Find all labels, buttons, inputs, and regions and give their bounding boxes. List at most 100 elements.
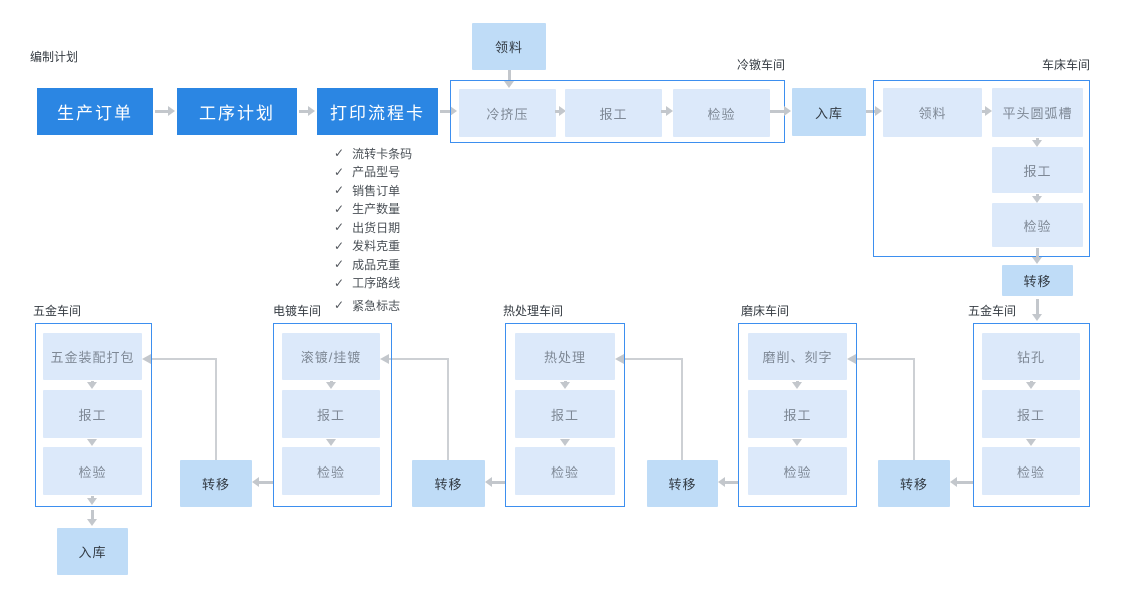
list-item: ✓ 出货日期 xyxy=(334,218,412,237)
node-inspection: 检验 xyxy=(982,447,1080,495)
arrow-down-icon xyxy=(1031,299,1043,321)
field-label: 销售订单 xyxy=(352,183,401,198)
group-plating-shop xyxy=(273,323,392,507)
node-drilling: 钻孔 xyxy=(982,333,1080,380)
node-inspection: 检验 xyxy=(992,203,1083,247)
section-label-hardware-shop: 五金车间 xyxy=(33,304,82,318)
arrow-down-icon xyxy=(86,381,98,389)
arrow-down-icon xyxy=(86,496,98,505)
node-inspection: 检验 xyxy=(515,447,615,495)
connector-line xyxy=(447,358,449,460)
arrow-right-icon xyxy=(661,105,673,117)
node-transfer: 转移 xyxy=(878,460,950,507)
list-item: ✓工序路线 xyxy=(334,274,412,293)
arrow-down-icon xyxy=(559,381,571,389)
arrow-left-icon xyxy=(485,476,505,488)
group-hardware-shop-final xyxy=(35,323,152,507)
arrow-left-icon xyxy=(142,354,151,364)
arrow-down-icon xyxy=(1025,439,1037,446)
arrow-down-icon xyxy=(503,70,515,88)
check-icon: ✓ xyxy=(334,257,345,272)
arrow-left-icon xyxy=(252,476,273,488)
node-warehouse-in: 入库 xyxy=(792,88,866,136)
arrow-down-icon xyxy=(559,439,571,446)
list-item: ✓ 产品型号 xyxy=(334,163,412,182)
arrow-down-icon xyxy=(1031,138,1043,147)
node-process-plan: 工序计划 xyxy=(177,88,297,135)
check-icon: ✓ xyxy=(334,201,345,216)
arrow-left-icon xyxy=(950,476,973,488)
list-item: ✓紧急标志 xyxy=(334,296,412,315)
field-label: 流转卡条码 xyxy=(352,146,413,161)
node-inspection: 检验 xyxy=(43,447,142,495)
field-label: 发料克重 xyxy=(352,239,401,254)
connector-line xyxy=(856,358,914,360)
arrow-right-icon xyxy=(155,105,175,117)
node-print-flow-card: 打印流程卡 xyxy=(317,88,438,135)
node-inspection: 检验 xyxy=(673,89,770,137)
arrow-down-icon xyxy=(791,381,803,389)
node-grinding-engraving: 磨削、刻字 xyxy=(748,333,847,380)
list-item: ✓发料克重 xyxy=(334,237,412,256)
arrow-left-icon xyxy=(615,354,624,364)
node-report-work: 报工 xyxy=(748,390,847,438)
arrow-down-icon xyxy=(791,439,803,446)
section-label-cold-heading-shop: 冷镦车间 xyxy=(736,58,785,72)
node-report-work: 报工 xyxy=(565,89,662,137)
group-hardware-shop-drill xyxy=(973,323,1090,507)
arrow-right-icon xyxy=(299,105,315,117)
list-item: ✓ 生产数量 xyxy=(334,200,412,219)
arrow-right-icon xyxy=(770,105,791,117)
node-report-work: 报工 xyxy=(43,390,142,438)
section-label-lathe-shop: 车床车间 xyxy=(1041,58,1090,72)
field-label: 出货日期 xyxy=(352,220,401,235)
check-icon: ✓ xyxy=(334,164,345,179)
node-inspection: 检验 xyxy=(282,447,380,495)
node-report-work: 报工 xyxy=(282,390,380,438)
node-warehouse-in-final: 入库 xyxy=(57,528,128,575)
node-inspection: 检验 xyxy=(748,447,847,495)
section-label-plating-shop: 电镀车间 xyxy=(273,304,322,318)
node-transfer: 转移 xyxy=(1002,265,1073,296)
section-label-hardware-shop: 五金车间 xyxy=(968,304,1017,318)
node-transfer: 转移 xyxy=(180,460,252,507)
node-transfer: 转移 xyxy=(647,460,718,507)
node-cold-extrusion: 冷挤压 xyxy=(459,89,556,137)
connector-line xyxy=(681,358,683,460)
field-label: 成品克重 xyxy=(352,257,401,272)
arrow-down-icon xyxy=(325,381,337,389)
node-flat-head-arc-groove: 平头圆弧槽 xyxy=(992,88,1083,137)
node-report-work: 报工 xyxy=(992,147,1083,193)
node-report-work: 报工 xyxy=(982,390,1080,438)
check-icon: ✓ xyxy=(334,146,345,161)
field-label: 生产数量 xyxy=(352,202,401,217)
list-item: ✓ 流转卡条码 xyxy=(334,144,412,163)
node-production-order: 生产订单 xyxy=(37,88,153,135)
connector-line xyxy=(389,358,448,360)
list-item: ✓ 销售订单 xyxy=(334,181,412,200)
arrow-down-icon xyxy=(86,510,98,526)
node-transfer: 转移 xyxy=(412,460,485,507)
arrow-left-icon xyxy=(380,354,389,364)
field-label: 紧急标志 xyxy=(352,298,401,313)
check-icon: ✓ xyxy=(334,275,345,290)
arrow-down-icon xyxy=(1031,194,1043,203)
field-label: 产品型号 xyxy=(352,165,401,180)
arrow-right-icon xyxy=(982,105,992,117)
connector-line xyxy=(215,358,217,460)
connector-line xyxy=(624,358,683,360)
arrow-down-icon xyxy=(86,439,98,446)
arrow-right-icon xyxy=(440,105,457,117)
arrow-left-icon xyxy=(718,476,738,488)
check-icon: ✓ xyxy=(334,183,345,198)
group-lathe-shop xyxy=(873,80,1090,257)
node-pick-material: 领料 xyxy=(883,88,982,137)
list-item: ✓ 成品克重 xyxy=(334,255,412,274)
arrow-left-icon xyxy=(847,354,856,364)
node-pick-material: 领料 xyxy=(472,23,546,70)
arrow-down-icon xyxy=(1031,248,1043,264)
check-icon: ✓ xyxy=(334,220,345,235)
section-label-planning: 编制计划 xyxy=(30,50,79,64)
group-heat-treatment-shop xyxy=(505,323,625,507)
